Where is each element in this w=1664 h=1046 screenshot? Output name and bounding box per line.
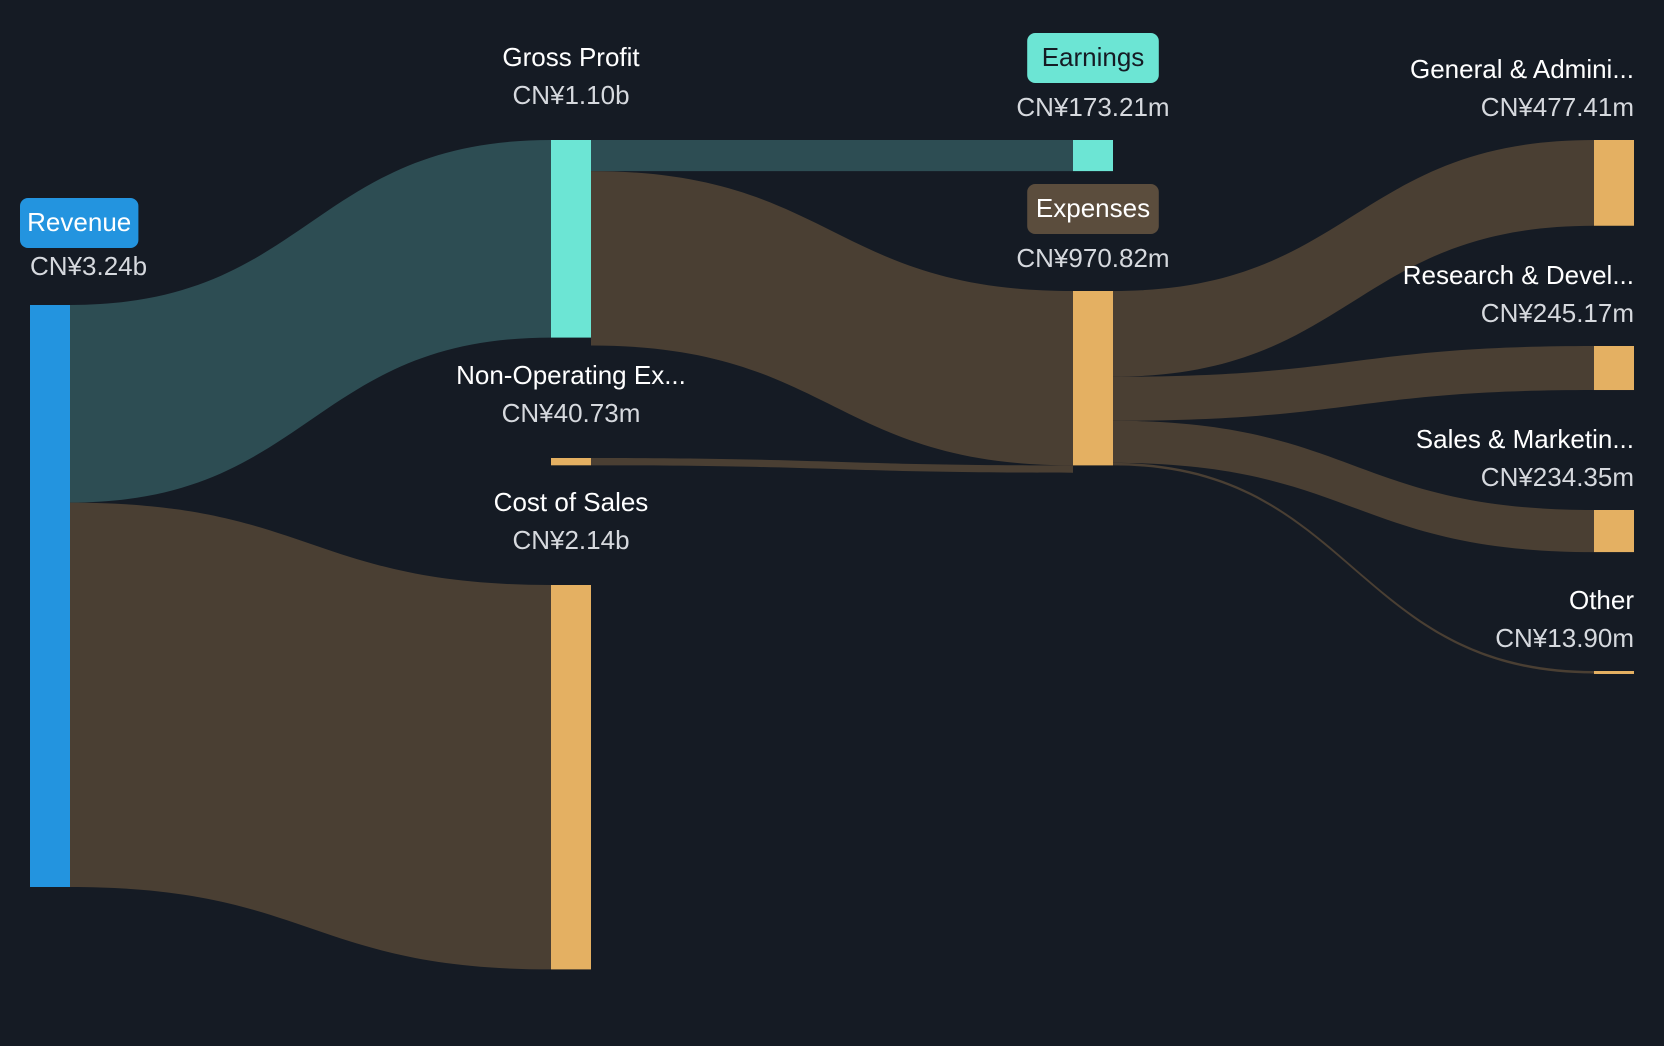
- flow-link-expenses-to-general_admin: [1113, 140, 1594, 377]
- label-pill-revenue: [20, 198, 139, 248]
- node-name-other: Other: [1569, 585, 1634, 615]
- node-value-general_admin: CN¥477.41m: [1481, 92, 1634, 122]
- node-value-revenue: CN¥3.24b: [30, 251, 147, 281]
- node-bar-research_dev: [1594, 346, 1634, 391]
- node-bar-expenses: [1073, 291, 1113, 466]
- flow-link-revenue-to-cost_of_sales: [70, 502, 551, 970]
- node-value-non_operating: CN¥40.73m: [502, 398, 641, 428]
- node-name-research_dev: Research & Devel...: [1403, 260, 1634, 290]
- node-bar-cost_of_sales: [551, 585, 591, 970]
- node-name-cost_of_sales: Cost of Sales: [494, 487, 649, 517]
- node-bar-other: [1594, 671, 1634, 674]
- flow-link-revenue-to-gross_profit: [70, 140, 551, 503]
- node-bar-gross_profit: [551, 140, 591, 338]
- node-bar-revenue: [30, 305, 70, 887]
- label-pill-expenses: [1027, 184, 1159, 234]
- flow-link-expenses-to-other: [1113, 462, 1594, 674]
- node-bar-earnings: [1073, 140, 1113, 172]
- flow-link-gross_profit-to-expenses: [591, 171, 1073, 466]
- node-name-non_operating: Non-Operating Ex...: [456, 360, 686, 390]
- node-bar-general_admin: [1594, 140, 1634, 226]
- node-name-earnings: Earnings: [1042, 42, 1145, 72]
- node-value-other: CN¥13.90m: [1495, 623, 1634, 653]
- flow-nodes: [30, 140, 1634, 970]
- flow-links: [70, 140, 1594, 970]
- node-bar-non_operating: [551, 458, 591, 466]
- node-name-sales_marketing: Sales & Marketin...: [1416, 424, 1634, 454]
- label-pill-earnings: [1027, 33, 1159, 83]
- flow-link-gross_profit-to-earnings: [591, 140, 1073, 172]
- flow-link-expenses-to-sales_marketing: [1113, 420, 1594, 553]
- node-name-general_admin: General & Admini...: [1410, 54, 1634, 84]
- node-value-research_dev: CN¥245.17m: [1481, 298, 1634, 328]
- node-name-revenue: Revenue: [27, 207, 131, 237]
- node-value-expenses: CN¥970.82m: [1016, 243, 1169, 273]
- node-value-earnings: CN¥173.21m: [1016, 92, 1169, 122]
- node-bar-sales_marketing: [1594, 510, 1634, 553]
- flow-link-non_operating-to-expenses: [591, 458, 1073, 473]
- flow-link-expenses-to-research_dev: [1113, 346, 1594, 421]
- node-value-gross_profit: CN¥1.10b: [512, 80, 629, 110]
- node-name-expenses: Expenses: [1036, 193, 1150, 223]
- node-name-gross_profit: Gross Profit: [502, 42, 640, 72]
- node-value-sales_marketing: CN¥234.35m: [1481, 462, 1634, 492]
- node-value-cost_of_sales: CN¥2.14b: [512, 525, 629, 555]
